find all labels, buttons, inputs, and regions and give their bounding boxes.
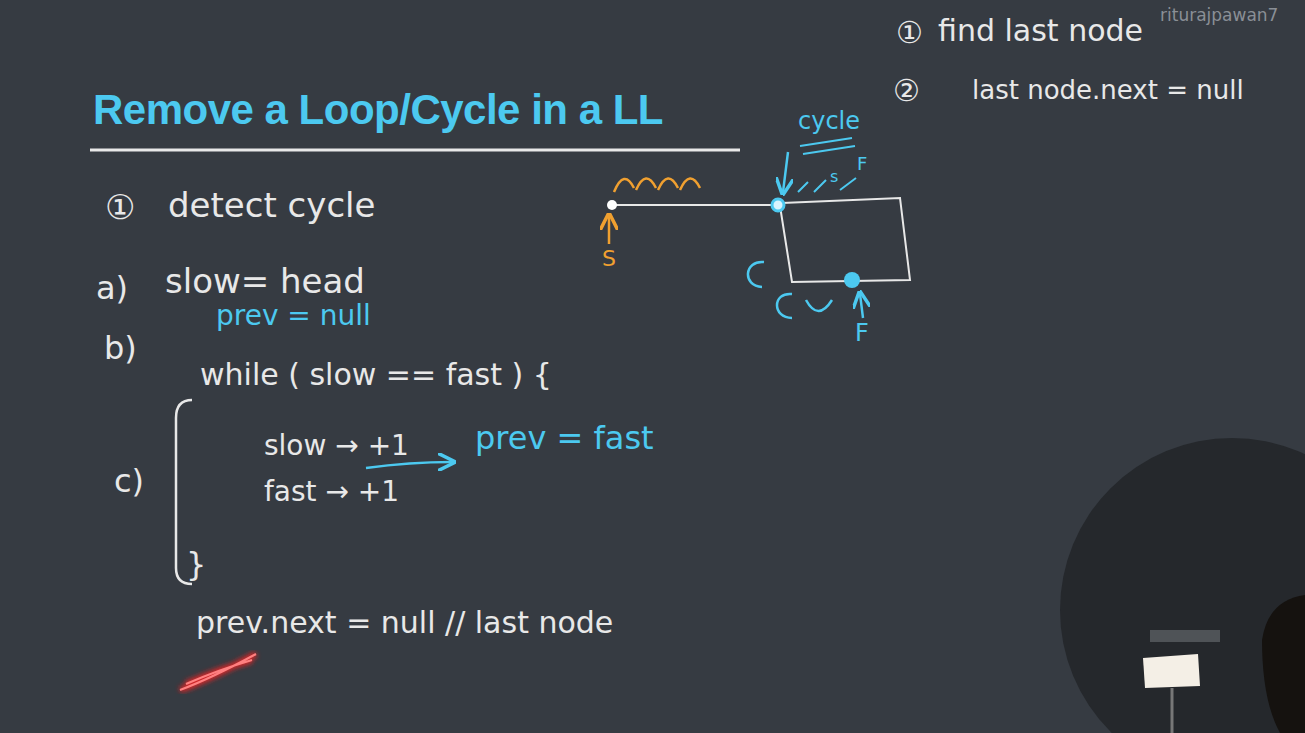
title-underline	[90, 149, 740, 152]
red-underline	[180, 654, 256, 690]
step-heading: detect cycle	[168, 186, 375, 225]
pointer-label: S	[602, 246, 616, 271]
step-number: ①	[896, 16, 923, 51]
step-number: ①	[105, 188, 135, 227]
step-letter: c)	[114, 463, 144, 500]
code-line: fast → +1	[264, 476, 399, 508]
step-letter: a)	[96, 270, 128, 307]
code-line: }	[186, 546, 206, 583]
watermark: riturajpawan7	[1160, 6, 1278, 26]
step-number: ②	[893, 74, 920, 109]
code-line: prev = fast	[475, 420, 654, 457]
code-line: prev = null	[216, 300, 371, 332]
code-line: prev.next = null // last node	[196, 606, 613, 641]
pointer-label: F	[857, 154, 867, 175]
step-letter: b)	[104, 330, 137, 367]
linked-list-sketch	[607, 138, 910, 318]
title: Remove a Loop/Cycle in a LL	[93, 86, 663, 134]
note-text: find last node	[938, 14, 1143, 49]
note-arrow	[366, 462, 452, 468]
pointer-label: s	[830, 168, 838, 186]
code-line: slow= head	[165, 262, 365, 301]
sketch-label: cycle	[798, 108, 860, 136]
pointer-label: F	[855, 320, 869, 348]
webcam-overlay	[1060, 438, 1305, 733]
code-line: while ( slow == fast ) {	[200, 358, 552, 393]
code-line: slow → +1	[264, 430, 409, 462]
note-text: last node.next = null	[972, 76, 1244, 106]
